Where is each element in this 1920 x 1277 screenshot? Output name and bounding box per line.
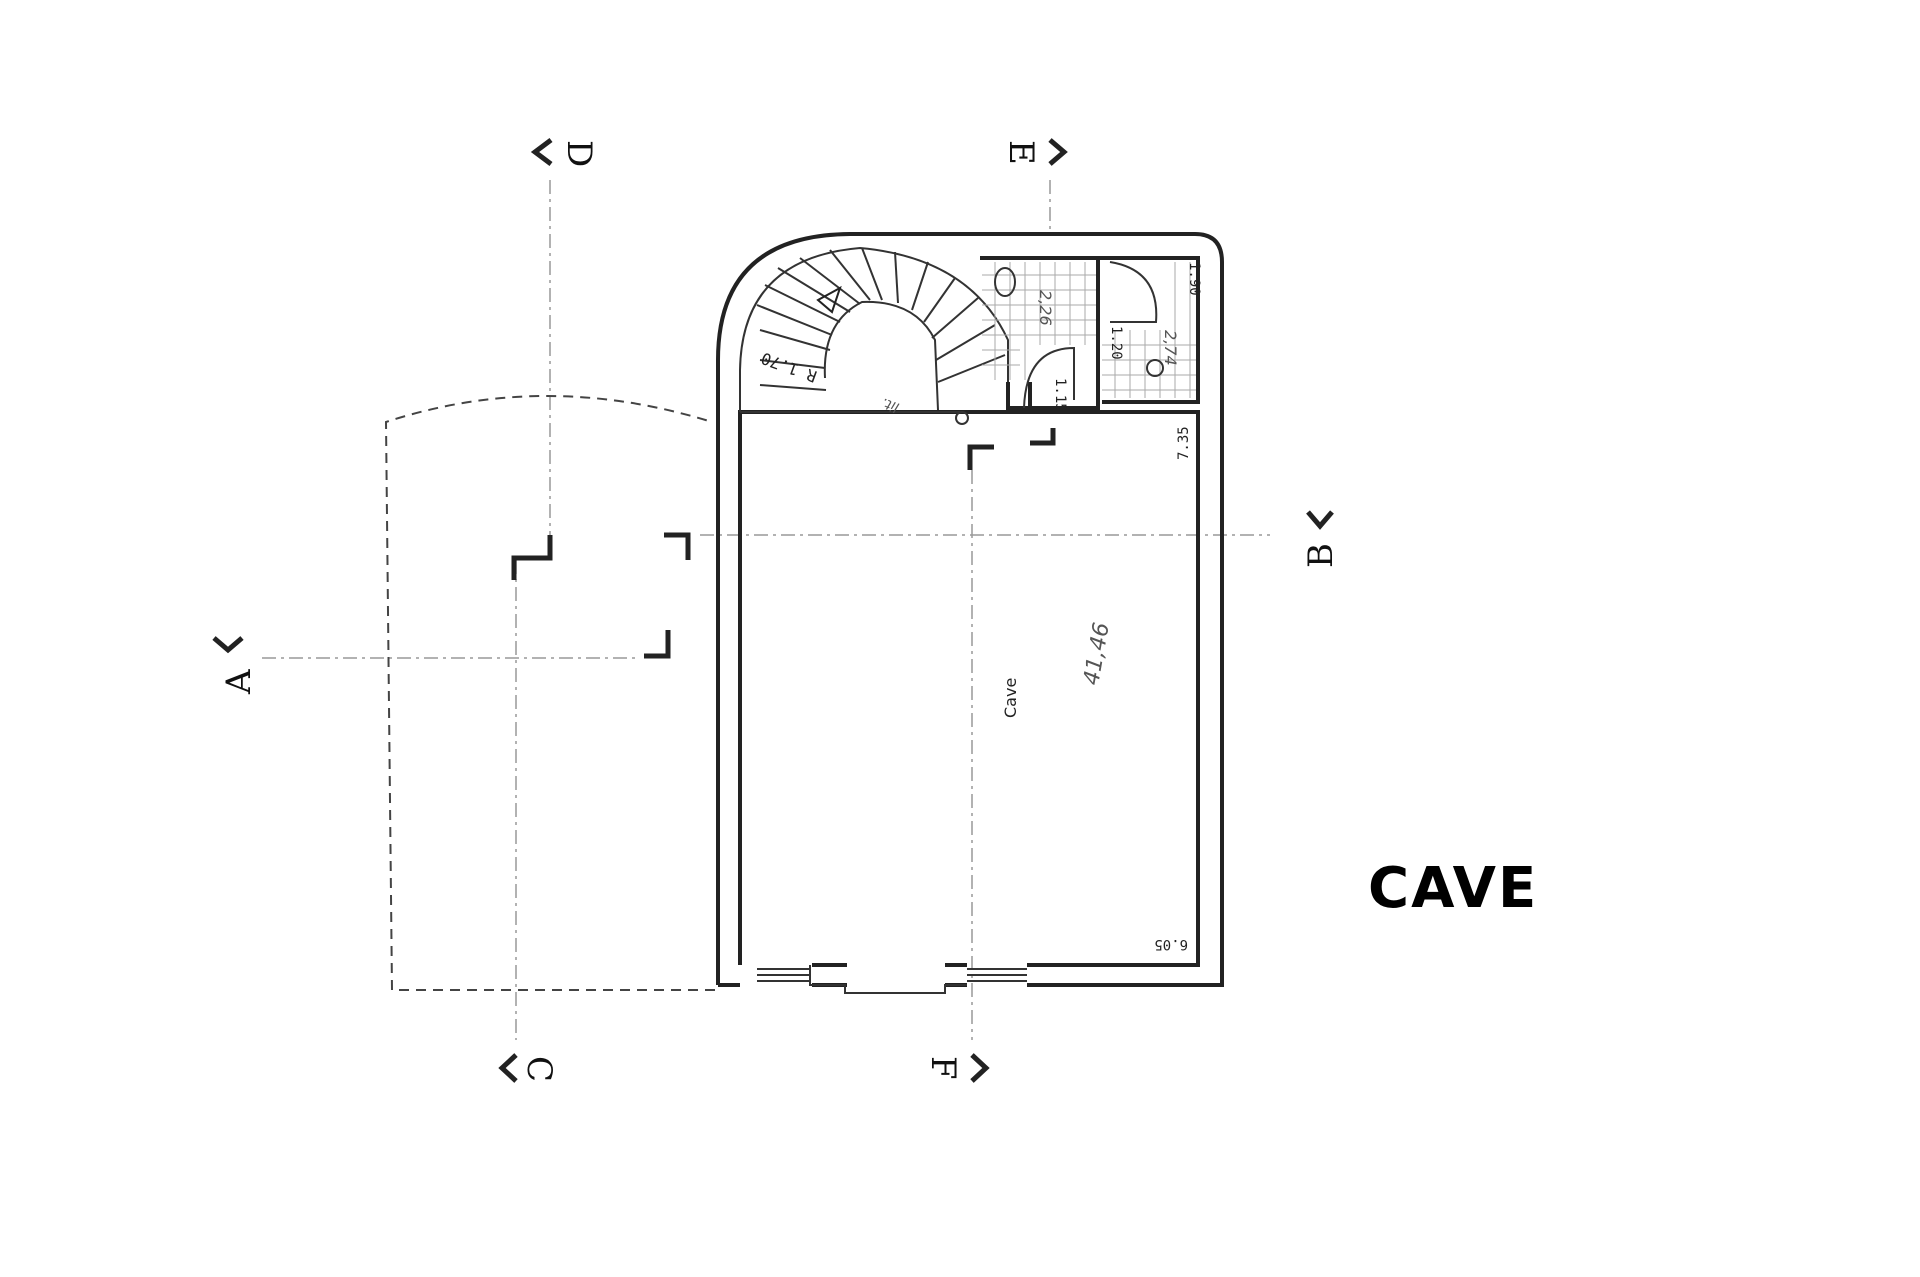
- dim-length: 7.35: [1176, 426, 1192, 460]
- section-label-f: F: [923, 1053, 990, 1083]
- dim-wc-width: 1.20: [1108, 326, 1124, 360]
- section-mark-e: [1030, 428, 1056, 446]
- dim-width: 6.05: [1154, 936, 1188, 952]
- room-area-note: 41,46: [1079, 621, 1115, 687]
- window-right: [967, 968, 1027, 982]
- svg-text:E: E: [1001, 140, 1041, 165]
- dim-passage: 1.15: [1052, 378, 1068, 412]
- window-left: [757, 968, 810, 982]
- section-mark-d: [511, 535, 553, 580]
- dim-wc-length: 1.90: [1186, 262, 1202, 296]
- shower-area-note: 2,26: [1036, 290, 1055, 326]
- section-label-d: D: [530, 138, 599, 167]
- outer-wall: [716, 232, 1224, 987]
- section-mark-f: [967, 444, 994, 470]
- entry-threshold: [809, 965, 967, 994]
- svg-text:C: C: [519, 1056, 559, 1082]
- wc-block: [980, 256, 1200, 410]
- svg-text:D: D: [559, 140, 599, 167]
- dim-stair-radius: R 1.70: [759, 348, 820, 386]
- section-label-a: A: [212, 636, 259, 695]
- spiral-staircase: [739, 246, 1009, 425]
- section-mark-a: [644, 630, 671, 659]
- plan-heading: CAVE: [1368, 856, 1539, 921]
- svg-text:F: F: [923, 1056, 963, 1080]
- section-label-b: B: [1301, 510, 1341, 568]
- section-label-c: C: [498, 1053, 559, 1083]
- exterior-dashed-outline: [384, 395, 715, 991]
- room-name: Cave: [1001, 678, 1020, 718]
- svg-text:A: A: [219, 669, 259, 695]
- wc-area-note: 2,74: [1161, 330, 1180, 366]
- stair-note: lit.: [879, 394, 901, 415]
- svg-text:B: B: [1301, 543, 1341, 568]
- section-label-e: E: [1001, 138, 1068, 166]
- inner-wall: [738, 410, 1200, 967]
- arrow-triangle-icon: [816, 285, 842, 314]
- section-mark-c: [664, 532, 691, 560]
